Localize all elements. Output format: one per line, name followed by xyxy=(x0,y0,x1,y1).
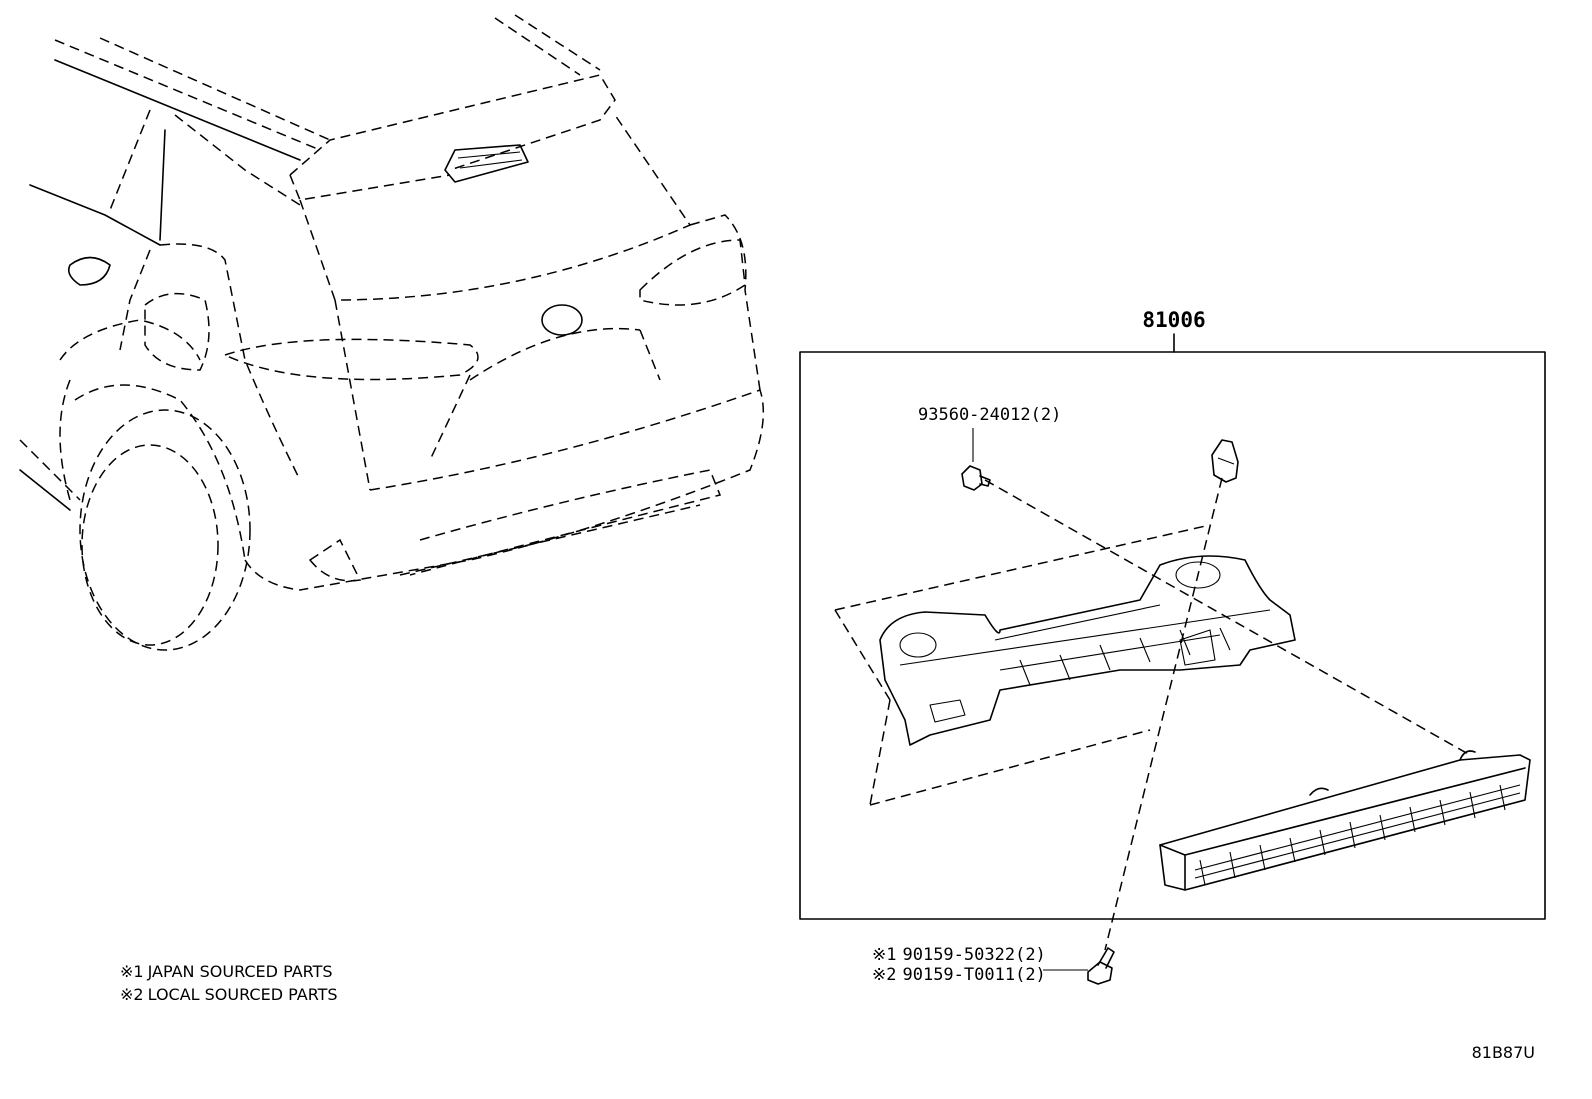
bolt-90159-icon xyxy=(1087,947,1115,985)
leader-lines xyxy=(834,477,1471,951)
lamp-bracket xyxy=(879,555,1296,746)
figure-code: 81B87U xyxy=(1472,1043,1535,1062)
screw-93560-icon xyxy=(961,465,991,491)
assembly-part-number: 81006 xyxy=(1142,308,1205,332)
vehicle-outline xyxy=(19,14,765,651)
screw-part-label: 93560-24012(2) xyxy=(918,405,1061,425)
assembly-box xyxy=(799,333,1546,920)
stop-lamp xyxy=(1159,750,1531,891)
clip-icon xyxy=(1211,439,1239,483)
